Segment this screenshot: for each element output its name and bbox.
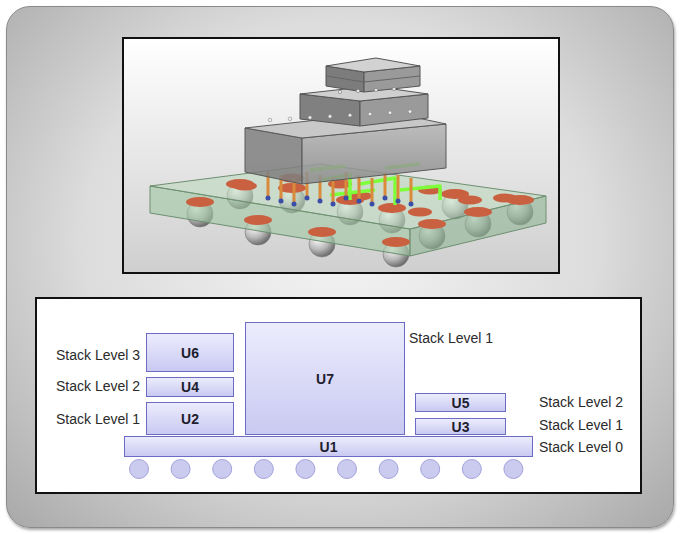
via — [331, 202, 336, 207]
bga-ball — [213, 460, 232, 479]
stack-level-label: Stack Level 1 — [409, 330, 493, 346]
bond-pin — [332, 178, 335, 202]
chip-box: U5 — [415, 393, 506, 412]
chip-name: U7 — [316, 372, 334, 386]
die-dot — [356, 89, 359, 92]
bond-pin — [410, 178, 413, 202]
substrate-pad — [458, 196, 482, 205]
ball-pad — [378, 203, 406, 213]
die-dot — [368, 112, 372, 116]
chip-box: U6 — [146, 333, 234, 372]
die-dot — [408, 110, 412, 114]
via — [305, 196, 310, 201]
via — [292, 202, 297, 207]
ball-pad — [308, 227, 336, 237]
stack-level-label: Stack Level 1 — [539, 417, 623, 433]
die-dot — [356, 89, 359, 92]
chip-name: U6 — [181, 346, 199, 360]
die-dot — [308, 116, 312, 120]
die-dot — [388, 111, 392, 115]
stack-level-label: Stack Level 2 — [539, 394, 623, 410]
die-dot — [374, 88, 377, 91]
bga-ball — [421, 460, 440, 479]
package-illustration — [124, 39, 558, 272]
chip-box: U4 — [146, 377, 234, 397]
chip-box: U2 — [146, 402, 234, 435]
chip-name: U1 — [320, 440, 338, 454]
die-dot — [328, 115, 332, 119]
bga-ball — [296, 460, 315, 479]
ball-pad — [464, 207, 492, 217]
die3-top — [326, 58, 420, 72]
via — [279, 199, 284, 204]
stack-level-label: Stack Level 1 — [56, 411, 140, 427]
bga-ball — [504, 460, 523, 479]
via — [383, 196, 388, 201]
bga-ball — [379, 460, 398, 479]
bga-ball — [254, 460, 273, 479]
stack-level-label: Stack Level 2 — [56, 378, 140, 394]
ball-pad — [186, 197, 214, 207]
die-dot — [338, 90, 341, 93]
die-dot — [338, 90, 341, 93]
substrate-pad — [493, 194, 517, 203]
bga-ball — [338, 460, 357, 479]
ball-pad — [244, 215, 272, 225]
via — [318, 199, 323, 204]
via — [357, 199, 362, 204]
die3-split — [326, 76, 364, 82]
trace — [330, 190, 375, 195]
via — [370, 202, 375, 207]
via — [396, 199, 401, 204]
chip-name: U2 — [181, 412, 199, 426]
die3-split — [364, 76, 420, 82]
ball-pad — [382, 237, 410, 247]
trace — [400, 186, 440, 200]
bga-balls — [130, 460, 523, 479]
bond-pin — [384, 172, 387, 196]
die-dot — [392, 87, 395, 90]
bga-ball — [171, 460, 190, 479]
via — [409, 202, 414, 207]
die-dot — [348, 113, 352, 117]
bga-ball — [130, 460, 149, 479]
substrate-pad — [233, 182, 257, 191]
substrate-pad — [408, 208, 432, 217]
via — [344, 196, 349, 201]
chip-box: U1 — [124, 436, 533, 457]
stack-level-label: Stack Level 0 — [539, 439, 623, 455]
chip-name: U5 — [452, 396, 470, 410]
bond-pin — [358, 175, 361, 199]
chip-name: U3 — [452, 420, 470, 434]
bond-pin — [371, 178, 374, 202]
chip-name: U4 — [181, 380, 199, 394]
chip-box: U3 — [415, 418, 506, 435]
ball-pad — [418, 219, 446, 229]
die-dot — [392, 87, 395, 90]
die-dot — [288, 117, 292, 121]
bond-pin — [397, 175, 400, 199]
chip-box: U7 — [245, 322, 405, 435]
stack-level-label: Stack Level 3 — [56, 347, 140, 363]
die-dots — [268, 87, 412, 121]
die-dot — [374, 88, 377, 91]
bga-ball — [462, 460, 481, 479]
via — [266, 196, 271, 201]
die-dot — [268, 118, 272, 122]
